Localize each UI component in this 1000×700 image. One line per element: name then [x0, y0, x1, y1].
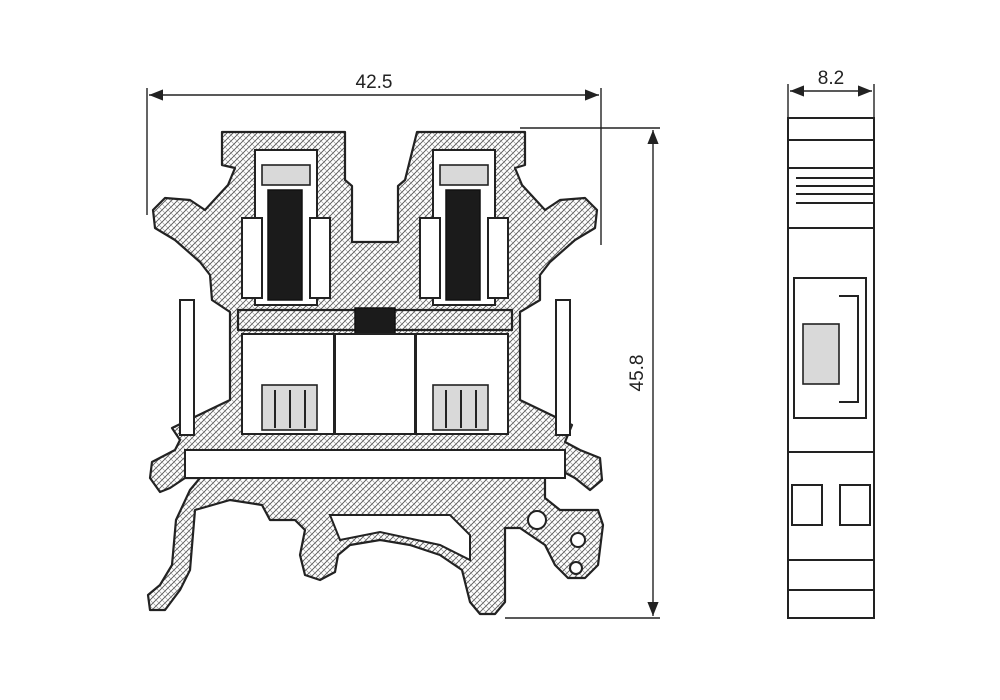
base-strip: [184, 449, 566, 479]
height-dimension: 45.8: [505, 127, 660, 619]
right-side-rail: [555, 299, 571, 436]
right-clamp-side-a: [419, 217, 441, 299]
mounting-hole-2: [570, 532, 586, 548]
right-screw-head: [439, 164, 489, 186]
left-clamp-side-b: [309, 217, 331, 299]
rail-slot: [328, 514, 471, 562]
height-dimension-label: 45.8: [627, 355, 648, 392]
bar-center-joint: [354, 307, 396, 335]
left-screw-head: [261, 164, 311, 186]
right-clamp-side-b: [487, 217, 509, 299]
left-clamp-side-a: [241, 217, 263, 299]
right-screw-thread: [445, 189, 481, 301]
side-width-dimension: 8.2: [787, 68, 875, 118]
side-foot-right: [839, 484, 871, 526]
left-side-rail: [179, 299, 195, 436]
width-dimension-label: 42.5: [356, 72, 393, 93]
front-view: [146, 130, 605, 616]
mounting-hole-3: [569, 561, 583, 575]
center-gap: [334, 333, 416, 435]
side-window-inner: [802, 323, 840, 385]
side-width-dimension-label: 8.2: [818, 68, 844, 89]
left-screw-thread: [267, 189, 303, 301]
side-view: [787, 117, 875, 619]
mounting-hole-1: [527, 510, 547, 530]
width-dimension: 42.5: [146, 72, 602, 245]
side-foot-left: [791, 484, 823, 526]
